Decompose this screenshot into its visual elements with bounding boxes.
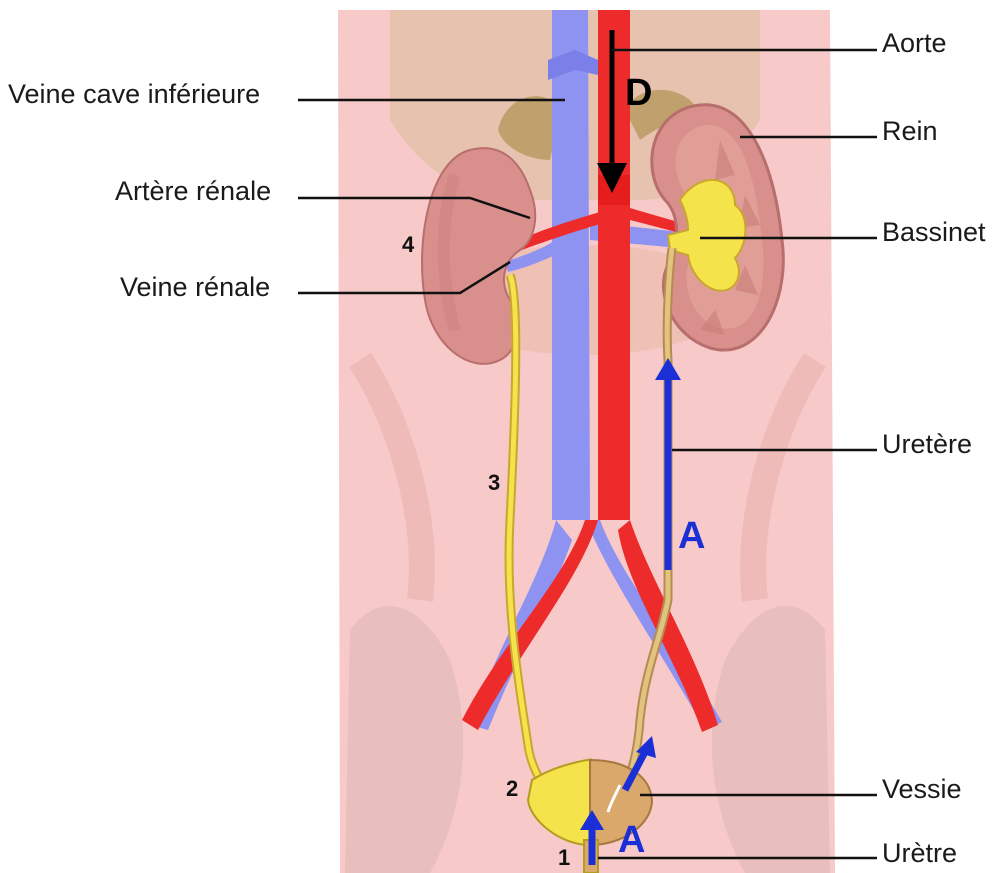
label-aorte: Aorte — [882, 28, 947, 58]
label-rein: Rein — [882, 116, 938, 146]
label-uretre: Urètre — [882, 838, 957, 868]
label-veine-cave: Veine cave inférieure — [8, 79, 260, 109]
marker-1: 1 — [558, 845, 570, 870]
label-uretere: Uretère — [882, 429, 972, 459]
marker-a-upper: A — [678, 515, 705, 557]
label-vessie: Vessie — [882, 774, 962, 804]
label-bassinet: Bassinet — [882, 217, 986, 247]
label-veine-renale: Veine rénale — [120, 272, 270, 302]
marker-d: D — [625, 72, 652, 114]
label-artere-renale: Artère rénale — [115, 176, 271, 206]
marker-3: 3 — [488, 470, 500, 495]
marker-a-lower: A — [618, 819, 645, 861]
marker-4: 4 — [402, 232, 415, 257]
marker-2: 2 — [506, 776, 518, 801]
